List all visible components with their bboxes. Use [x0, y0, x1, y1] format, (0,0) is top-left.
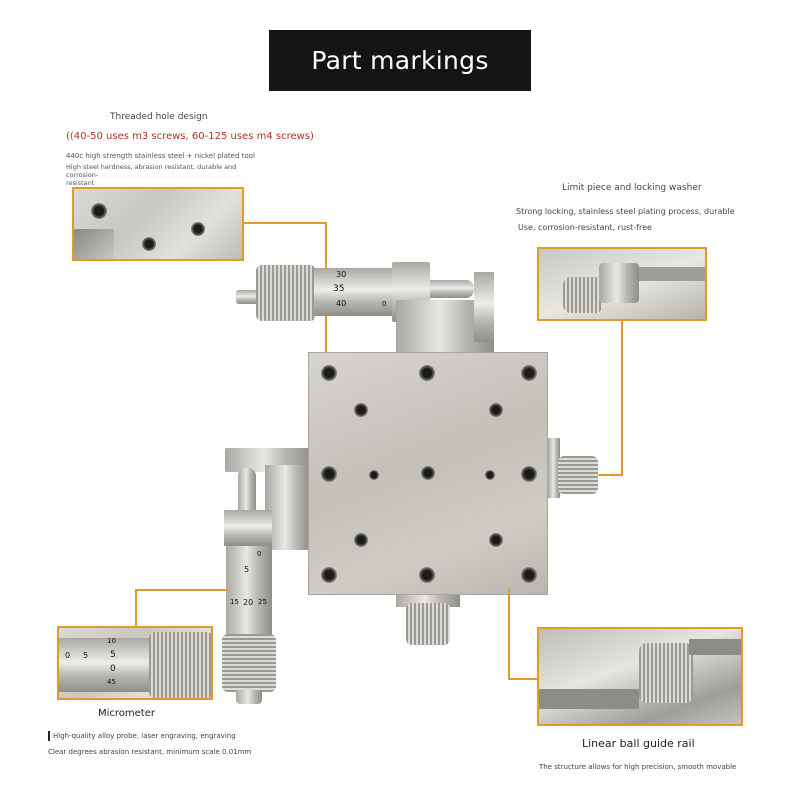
left-scale-20: 20 [243, 598, 254, 607]
threaded-note: High steel hardness, abrasion resistant,… [66, 163, 266, 187]
inset-scale-5b: 5 [110, 650, 116, 660]
left-micrometer-barrel [226, 546, 272, 636]
limit-piece-inset [537, 247, 707, 321]
rail-leader-h [508, 678, 538, 680]
inset-scale-0a: 0 [65, 651, 71, 660]
limit-leader-v [621, 321, 623, 475]
locking-washer-icon [599, 263, 639, 303]
micrometer-leader-h [135, 589, 227, 591]
locking-knob-icon [563, 277, 603, 313]
inset-scale-5a: 5 [83, 651, 89, 660]
limit-leader-h [596, 474, 623, 476]
threaded-note-line2: resistant [66, 179, 95, 187]
left-scale-5: 5 [244, 565, 250, 574]
threaded-heading: Threaded hole design [110, 112, 208, 122]
title-banner: Part markings [269, 30, 531, 91]
inset-scale-10: 10 [107, 637, 116, 645]
threaded-note-line1: High steel hardness, abrasion resistant,… [66, 163, 237, 179]
limit-line2: Use, corrosion-resistant, rust-free [518, 223, 652, 232]
micrometer-heading: Micrometer [98, 708, 155, 719]
rail-line1: The structure allows for high precision,… [539, 763, 737, 771]
micrometer-line1-text: High-quality alloy probe, laser engravin… [53, 732, 236, 740]
rail-heading: Linear ball guide rail [582, 737, 695, 750]
bottom-locking-knob-icon [406, 603, 450, 645]
micrometer-leader-v [135, 589, 137, 627]
left-scale-0: 0 [257, 550, 262, 558]
inset-thimble-icon [149, 632, 211, 698]
left-scale-15: 15 [230, 598, 239, 606]
micrometer-line1: High-quality alloy probe, laser engravin… [48, 731, 236, 741]
right-locking-knob-icon [558, 456, 598, 494]
limit-line1: Strong locking, stainless steel plating … [516, 207, 735, 216]
micrometer-line2: Clear degrees abrasion resistant, minimu… [48, 748, 252, 756]
top-scale-40: 40 [336, 299, 347, 308]
top-scale-35: 35 [333, 284, 345, 294]
threaded-hole-inset [72, 187, 244, 261]
top-micrometer-thimble-icon [256, 265, 316, 321]
stage-top-plate [308, 352, 548, 595]
top-scale-0: 0 [382, 300, 387, 308]
threaded-material: 440c high strength stainless steel + nic… [66, 152, 255, 160]
top-scale-30: 30 [336, 270, 347, 279]
limit-heading: Limit piece and locking washer [562, 183, 702, 193]
rail-knob-icon [639, 643, 693, 703]
inset-scale-0b: 0 [110, 664, 116, 674]
left-scale-25: 25 [258, 598, 267, 606]
threaded-leader-h [244, 222, 326, 224]
micrometer-inset: 10 0 5 5 0 45 [57, 626, 213, 700]
inset-scale-45: 45 [107, 678, 116, 686]
top-micrometer-barrel [314, 268, 394, 316]
left-micrometer-thimble-icon [222, 634, 276, 692]
threaded-screws-text: (40-50 uses m3 screws, 60-125 uses m4 sc… [69, 131, 314, 142]
page-title: Part markings [311, 46, 489, 75]
rail-leader-v [508, 589, 510, 679]
threaded-screws-note: ((40-50 uses m3 screws, 60-125 uses m4 s… [66, 131, 314, 142]
rail-inset [537, 627, 743, 726]
